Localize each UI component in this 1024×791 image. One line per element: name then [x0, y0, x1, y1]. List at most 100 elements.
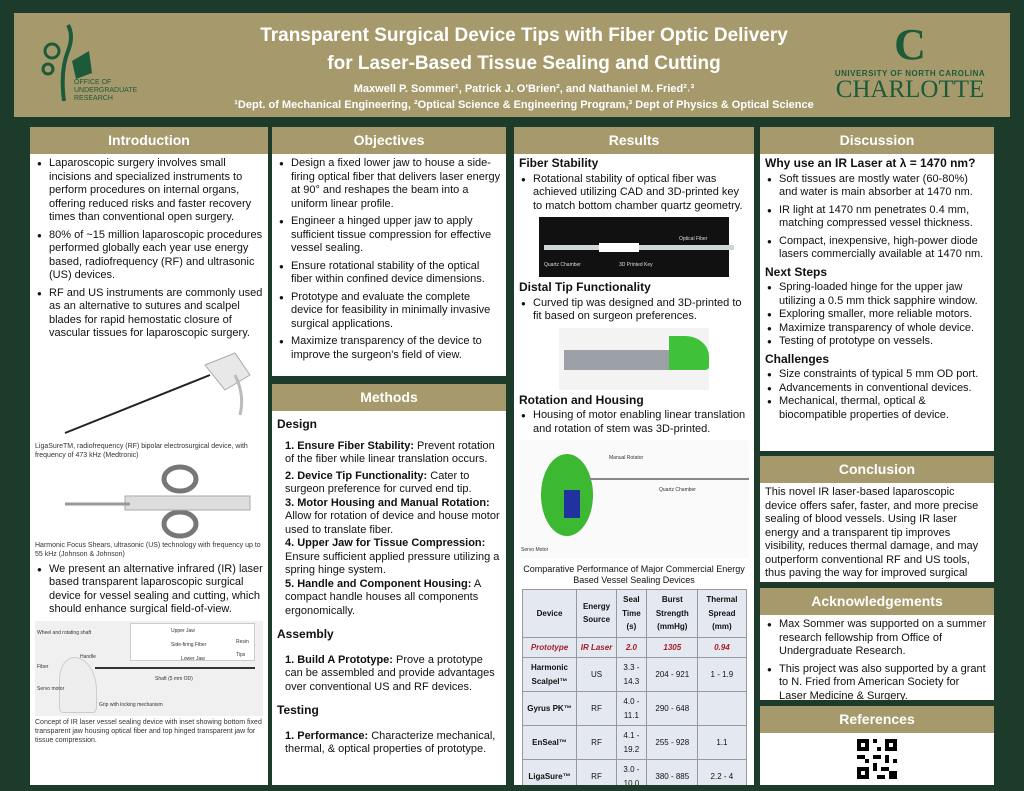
acknowledgements-heading: Acknowledgements	[760, 588, 994, 615]
intro-bullet: 80% of ~15 million laparoscopic procedur…	[35, 229, 263, 283]
office-undergraduate-research-logo: OFFICE OF UNDERGRADUATE RESEARCH	[34, 21, 138, 111]
jaw-inset: Upper Jaw Side-firing Fiber Lower Jaw Re…	[130, 622, 255, 662]
references-panel: References	[760, 706, 994, 785]
poster-title-line2: for Laser-Based Tissue Sealing and Cutti…	[327, 53, 721, 74]
next-steps-heading: Next Steps	[765, 264, 828, 279]
discussion-bullet: IR light at 1470 nm penetrates 0.4 mm, m…	[765, 204, 989, 231]
logo-university-text: UNIVERSITY OF NORTH CAROLINA	[834, 69, 986, 78]
design-heading: Design	[277, 417, 318, 431]
table-header: Seal Time (s)	[615, 589, 648, 638]
c-logo-icon: C	[894, 20, 926, 69]
results-bullet: Rotational stability of optical fiber wa…	[519, 173, 749, 214]
objectives-heading: Objectives	[272, 127, 506, 154]
objective-bullet: Ensure rotational stability of the optic…	[277, 260, 501, 287]
design-item: 4. Upper Jaw for Tissue Compression: Ens…	[285, 537, 500, 576]
fiber-label: Quartz Chamber	[544, 262, 581, 268]
table-header: Device	[521, 589, 578, 638]
ligasure-image	[35, 344, 263, 440]
results-panel: Results Fiber Stability Rotational stabi…	[514, 127, 754, 785]
conclusion-panel: Conclusion This novel IR laser-based lap…	[760, 456, 994, 582]
discussion-bullet: Compact, inexpensive, high-power diode l…	[765, 235, 989, 262]
poster-title-line1: Transparent Surgical Device Tips with Fi…	[260, 25, 788, 46]
why-ir-heading: Why use an IR Laser at λ = 1470 nm?	[765, 156, 976, 170]
intro-bullet: Laparoscopic surgery involves small inci…	[35, 157, 263, 225]
housing-label: Servo Motor	[521, 547, 549, 553]
assembly-heading: Assembly	[277, 627, 334, 641]
table-header: Energy Source	[576, 589, 617, 638]
authors: Maxwell P. Sommer¹, Patrick J. O'Brien²,…	[353, 83, 695, 95]
testing-heading: Testing	[277, 703, 319, 717]
challenges-heading: Challenges	[765, 351, 830, 366]
testing-item: 1. Performance: Characterize mechanical,…	[285, 729, 496, 756]
intro-bullet: RF and US instruments are commonly used …	[35, 287, 263, 341]
diagram-label: Resin Tips	[236, 638, 249, 659]
concept-caption: Concept of IR laser vessel sealing devic…	[35, 718, 262, 744]
design-item: 2. Device Tip Functionality: Cater to su…	[285, 469, 472, 496]
diagram-label: Servo motor	[37, 685, 65, 692]
challenge-bullet: Mechanical, thermal, optical & biocompat…	[765, 395, 989, 422]
next-step-bullet: Testing of prototype on vessels.	[765, 335, 989, 349]
diagram-label: Grip with locking mechanism	[99, 701, 163, 708]
diagram-label: Fiber	[37, 663, 49, 670]
next-step-bullet: Exploring smaller, more reliable motors.	[765, 308, 989, 322]
fiber-stability-heading: Fiber Stability	[519, 156, 599, 170]
discussion-bullet: Soft tissues are mostly water (60-80%) a…	[765, 173, 989, 200]
table-header: Thermal Spread (mm)	[697, 589, 747, 638]
qr-code-icon[interactable]	[857, 739, 897, 779]
next-step-bullet: Maximize transparency of whole device.	[765, 322, 989, 336]
logo-charlotte-text: CHARLOTTE	[835, 76, 985, 103]
curved-tip-image	[559, 327, 709, 390]
introduction-heading: Introduction	[30, 127, 268, 154]
logo-left-text: OFFICE OF UNDERGRADUATE RESEARCH	[74, 79, 138, 102]
diagram-label: Wheel and rotating shaft	[37, 629, 92, 636]
conclusion-heading: Conclusion	[760, 456, 994, 483]
poster-header: OFFICE OF UNDERGRADUATE RESEARCH Transpa…	[14, 13, 1010, 117]
fiber-label: 3D Printed Key	[619, 262, 653, 268]
affiliations: ¹Dept. of Mechanical Engineering, ²Optic…	[234, 99, 814, 111]
results-bullet: Curved tip was designed and 3D-printed t…	[519, 297, 749, 324]
results-bullet: Housing of motor enabling linear transla…	[519, 409, 749, 436]
fiber-label: Optical Fiber	[679, 236, 708, 242]
introduction-panel: Introduction Laparoscopic surgery involv…	[30, 127, 268, 785]
references-heading: References	[760, 706, 994, 733]
acknowledgements-panel: Acknowledgements Max Sommer was supporte…	[760, 588, 994, 700]
next-step-bullet: Spring-loaded hinge for the upper jaw ut…	[765, 281, 989, 308]
motor-housing-image: Manual Rotator Quartz Chamber Servo Moto…	[519, 440, 749, 558]
objectives-panel: Objectives Design a fixed lower jaw to h…	[272, 127, 506, 376]
ack-bullet: This project was also supported by a gra…	[765, 663, 989, 701]
discussion-heading: Discussion	[760, 127, 994, 154]
harmonic-caption: Harmonic Focus Shears, ultrasonic (US) t…	[35, 541, 261, 558]
device-concept-diagram: Wheel and rotating shaft Handle Fiber Se…	[35, 620, 263, 716]
ligasure-caption: LigaSureTM, radiofrequency (RF) bipolar …	[35, 442, 248, 459]
ack-bullet: Max Sommer was supported on a summer res…	[765, 618, 989, 659]
methods-panel: Methods Design 1. Ensure Fiber Stability…	[272, 384, 506, 785]
discussion-panel: Discussion Why use an IR Laser at λ = 14…	[760, 127, 994, 451]
tree-book-icon	[41, 24, 92, 102]
diagram-label: Handle	[80, 653, 96, 660]
objective-bullet: Design a fixed lower jaw to house a side…	[277, 157, 501, 211]
results-heading: Results	[514, 127, 754, 154]
diagram-label: Shaft (5 mm OD)	[155, 675, 193, 682]
conclusion-text: This novel IR laser-based laparoscopic d…	[765, 486, 979, 582]
rotation-housing-heading: Rotation and Housing	[519, 392, 644, 407]
table-header: Burst Strength (mmHg)	[646, 589, 699, 638]
fiber-key-image: Optical Fiber Quartz Chamber 3D Printed …	[539, 217, 734, 277]
diagram-label: Lower Jaw	[181, 655, 205, 662]
distal-tip-heading: Distal Tip Functionality	[519, 280, 651, 294]
housing-label: Quartz Chamber	[659, 487, 696, 493]
objective-bullet: Engineer a hinged upper jaw to apply suf…	[277, 215, 501, 256]
design-item: 1. Ensure Fiber Stability: Prevent rotat…	[285, 439, 495, 466]
housing-label: Manual Rotator	[609, 455, 644, 461]
harmonic-shears-image	[35, 463, 263, 539]
challenge-bullet: Advancements in conventional devices.	[765, 382, 989, 396]
unc-charlotte-logo: C UNIVERSITY OF NORTH CAROLINA CHARLOTTE	[830, 21, 990, 111]
diagram-label: Side-firing Fiber	[171, 641, 207, 648]
table-header-row: Device Energy Source Seal Time (s) Burst…	[521, 589, 747, 638]
design-item: 5. Handle and Component Housing: A compa…	[285, 577, 481, 617]
objective-bullet: Maximize transparency of the device to i…	[277, 335, 501, 362]
